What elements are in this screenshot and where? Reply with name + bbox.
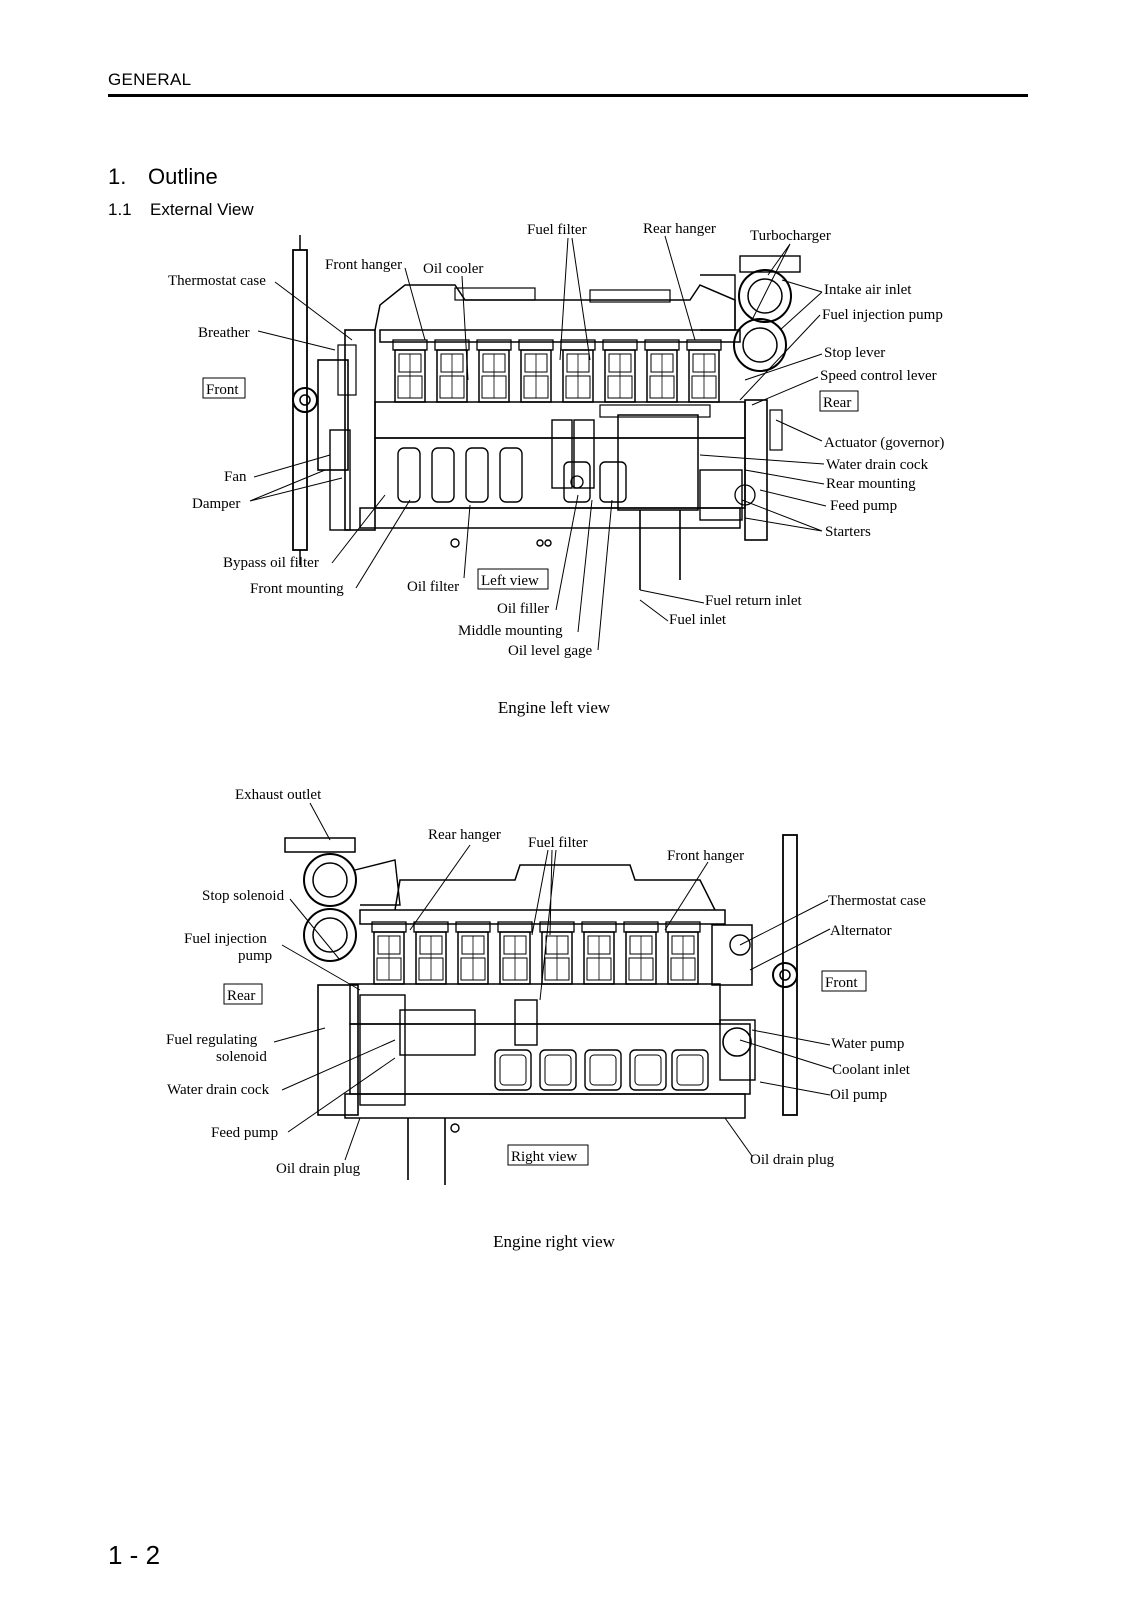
label-water-drain-cock: Water drain cock <box>826 457 929 473</box>
label-coolant-inlet: Coolant inlet <box>832 1062 911 1078</box>
label-right-view: Right view <box>511 1149 577 1165</box>
section-title: Outline <box>148 164 218 189</box>
label-oil-level-gage: Oil level gage <box>508 643 592 659</box>
running-header: GENERAL <box>108 70 192 89</box>
label-water-pump: Water pump <box>831 1036 904 1052</box>
label-oil-drain-plug-right: Oil drain plug <box>750 1152 835 1168</box>
label-rear-tag: Rear <box>823 395 851 411</box>
label-front-tag-r: Front <box>825 975 858 991</box>
caption-left-view: Engine left view <box>498 698 611 717</box>
label-rear-mounting: Rear mounting <box>826 476 916 492</box>
label-fuel-regulating-2: solenoid <box>216 1049 267 1065</box>
right-view-labels: Exhaust outlet Rear hanger Fuel filter F… <box>166 787 926 1251</box>
label-feed-pump: Feed pump <box>830 498 897 514</box>
label-exhaust-outlet: Exhaust outlet <box>235 787 322 803</box>
subsection-heading: 1.1 External View <box>108 200 254 220</box>
right-view-tag-box <box>507 1144 589 1166</box>
label-water-drain-cock-r: Water drain cock <box>167 1082 270 1098</box>
header-rule <box>108 94 1028 97</box>
label-rear-hanger-r: Rear hanger <box>428 827 501 843</box>
rear-tag-box-r <box>223 983 263 1005</box>
section-heading: 1. Outline <box>108 164 218 190</box>
label-fuel-injection-pump: Fuel injection pump <box>822 307 943 323</box>
front-tag-box-r <box>821 970 867 992</box>
label-rear-tag-r: Rear <box>227 988 255 1004</box>
label-rear-hanger: Rear hanger <box>643 221 716 237</box>
label-stop-lever: Stop lever <box>824 345 885 361</box>
label-front-mounting: Front mounting <box>250 581 344 597</box>
label-front-hanger-r: Front hanger <box>667 848 744 864</box>
label-starters: Starters <box>825 524 871 540</box>
right-leader-lines <box>273 802 833 1161</box>
label-oil-drain-plug-left: Oil drain plug <box>276 1161 361 1177</box>
label-fuel-filter: Fuel filter <box>527 222 587 238</box>
label-turbocharger: Turbocharger <box>750 228 831 244</box>
label-front-hanger: Front hanger <box>325 257 402 273</box>
label-middle-mounting: Middle mounting <box>458 623 563 639</box>
page-number: 1 - 2 <box>108 1540 161 1570</box>
label-front-tag: Front <box>206 382 239 398</box>
label-bypass-oil-filter: Bypass oil filter <box>223 555 319 571</box>
label-fuel-return-inlet: Fuel return inlet <box>705 593 802 609</box>
label-alternator: Alternator <box>830 923 892 939</box>
label-oil-cooler: Oil cooler <box>423 261 483 277</box>
label-breather: Breather <box>198 325 250 341</box>
engine-right-drawing <box>284 834 798 1185</box>
label-actuator: Actuator (governor) <box>824 435 944 451</box>
label-fuel-injection-2: pump <box>238 948 272 964</box>
label-damper: Damper <box>192 496 240 512</box>
label-feed-pump-r: Feed pump <box>211 1125 278 1141</box>
label-fan: Fan <box>224 469 247 485</box>
label-speed-control-lever: Speed control lever <box>820 368 937 384</box>
subsection-number: 1.1 <box>108 200 132 219</box>
label-oil-filler: Oil filler <box>497 601 549 617</box>
label-oil-pump: Oil pump <box>830 1087 887 1103</box>
label-fuel-inlet: Fuel inlet <box>669 612 727 628</box>
left-leader-lines <box>249 235 827 651</box>
label-fuel-injection-1: Fuel injection <box>184 931 267 947</box>
label-left-view: Left view <box>481 573 539 589</box>
label-fuel-filter-r: Fuel filter <box>528 835 588 851</box>
label-oil-filter: Oil filter <box>407 579 459 595</box>
caption-right-view: Engine right view <box>493 1232 616 1251</box>
label-intake-air-inlet: Intake air inlet <box>824 282 912 298</box>
label-fuel-regulating-1: Fuel regulating <box>166 1032 258 1048</box>
label-thermostat-case: Thermostat case <box>168 273 266 289</box>
left-view-tag-box <box>477 568 549 590</box>
left-view-labels: Fuel filter Rear hanger Turbocharger Fro… <box>168 221 944 717</box>
subsection-title: External View <box>150 200 254 219</box>
section-number: 1. <box>108 164 127 189</box>
engine-left-drawing <box>292 235 801 590</box>
front-tag-box <box>202 377 246 399</box>
label-stop-solenoid: Stop solenoid <box>202 888 285 904</box>
label-thermostat-case-r: Thermostat case <box>828 893 926 909</box>
rear-tag-box <box>819 390 859 412</box>
